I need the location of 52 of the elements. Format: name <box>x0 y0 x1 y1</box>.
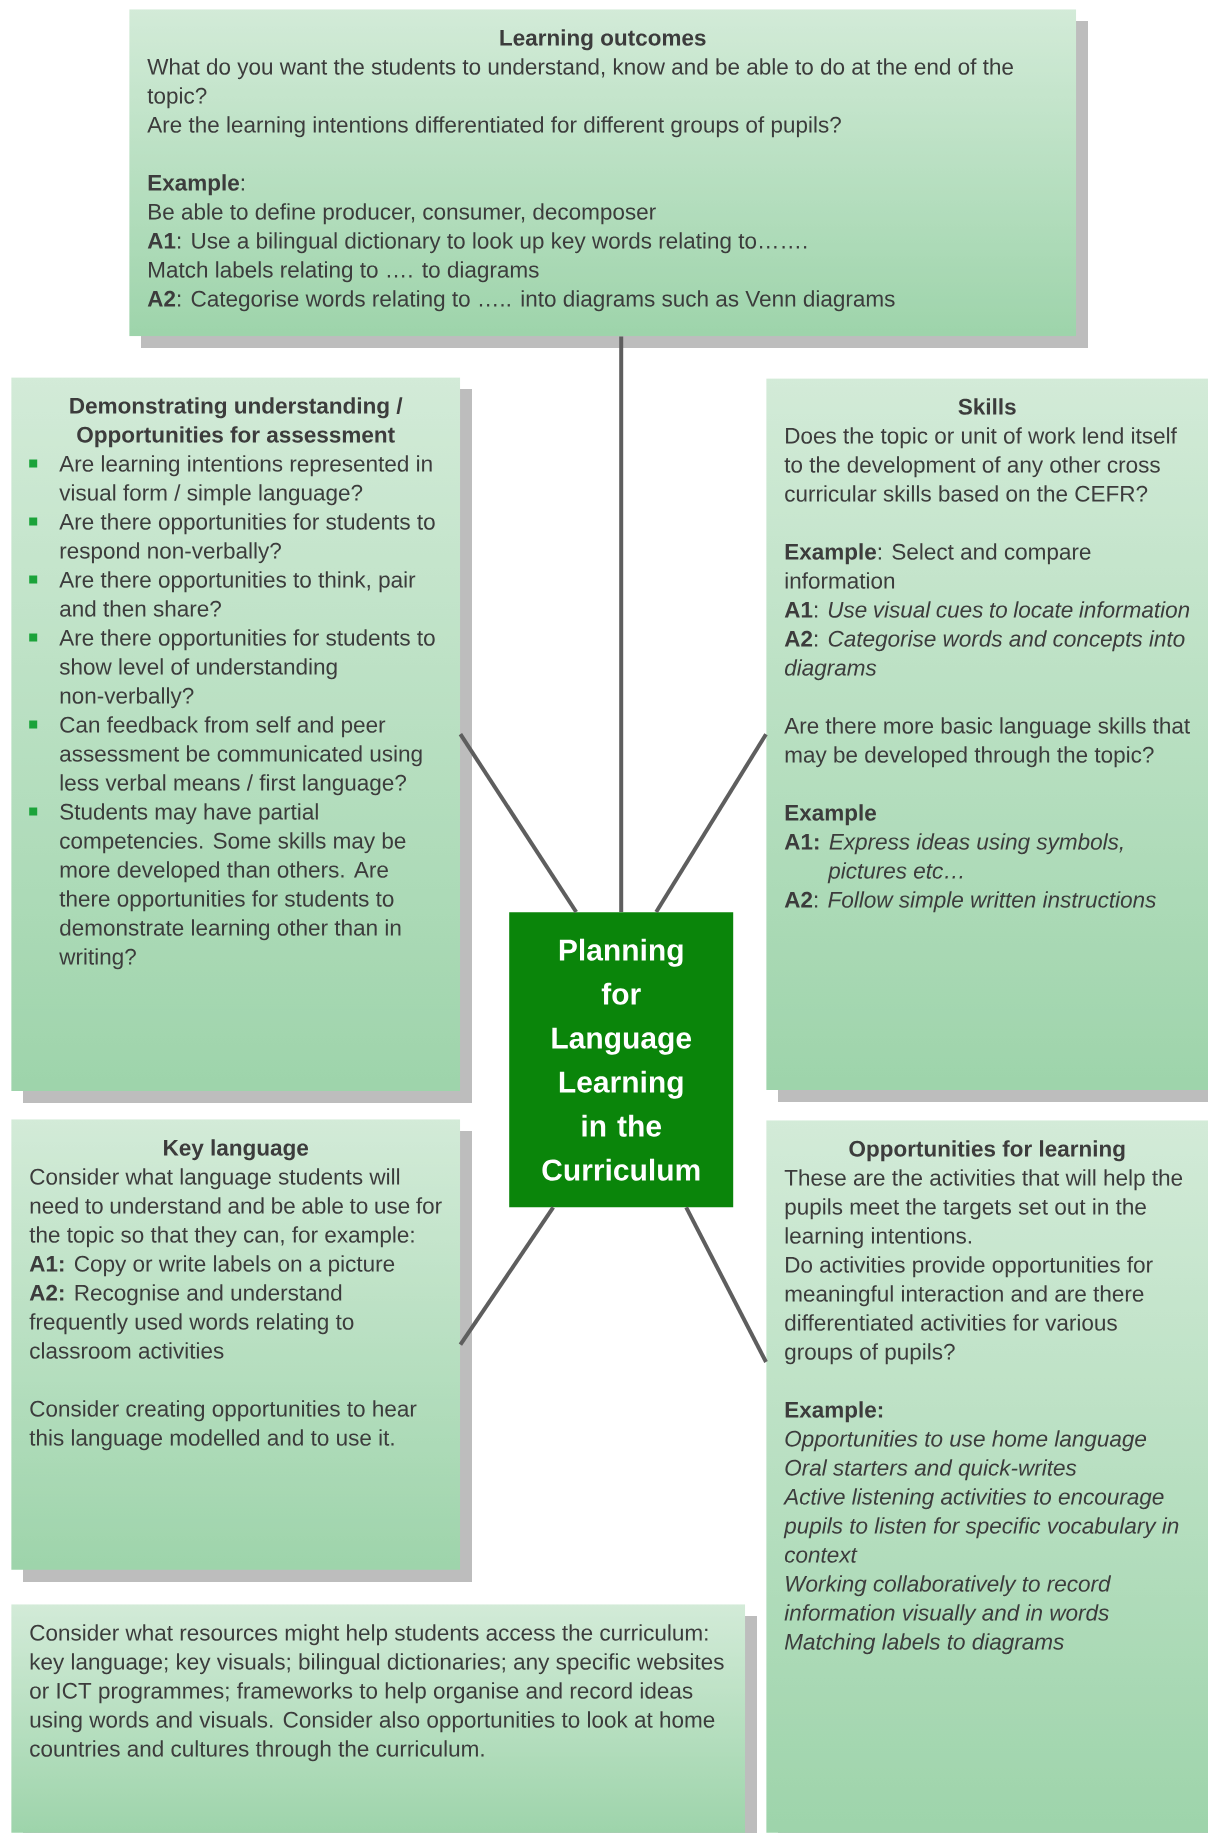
heading: Opportunities for learning <box>849 1140 1125 1162</box>
body-text: These are the activities that will help the pupils meet the targets set out in the learning intentions. <box>784 1169 1183 1249</box>
bullet-item: Are there opportunities for students to respond non-verbally? <box>29 513 435 564</box>
body-text: Consider what language students will need to understand and be able to use for the topic so that they can, for example: <box>29 1168 442 1248</box>
example-item: Working collaboratively to record information visually and in words <box>784 1575 1112 1626</box>
info-box <box>129 9 1088 348</box>
example-item: Opportunities to use home language <box>785 1430 1147 1452</box>
body-text: Does the topic or unit of work lend itself to the development of any other cross curricular skills based on the CEFR? <box>784 427 1177 502</box>
heading: Skills <box>958 398 1016 415</box>
body-text: Match labels relating to …. to diagrams <box>149 261 539 283</box>
bullet-item: Students may have partial competencies. Some skills may be more developed than others. Are there opportunities for students to demonstrate learning other than in writing? <box>29 803 406 970</box>
example-item: A1: Express ideas using symbols, pictures etc… <box>784 833 1123 884</box>
body-text: What do you want the students to understand, know and be able to do at the end of the topic? <box>147 58 1013 109</box>
bullet-item: Are there opportunities to think, pair and then share? <box>29 571 416 617</box>
body-text: Example: Select and compare information <box>785 543 1091 589</box>
body-text: Be able to define producer, consumer, decomposer <box>149 203 656 225</box>
body-text: A1: Copy or write labels on a picture <box>29 1255 395 1277</box>
example-item: A2: Follow simple written instructions <box>784 891 1156 913</box>
title-box <box>509 912 734 1208</box>
body-text: Consider creating opportunities to hear this language modelled and to use it. <box>29 1400 417 1451</box>
body-text: Are there more basic language skills that may be developed through the topic? <box>784 717 1190 768</box>
connector-line <box>684 1206 768 1363</box>
body-text: A2: Categorise words relating to ….. into diagrams such as Venn diagrams <box>147 290 895 312</box>
connector-line <box>458 1206 555 1346</box>
bullet-item: Are there opportunities for students to show level of understanding non-verbally? <box>29 629 435 709</box>
example-item: A1: Use visual cues to locate information <box>784 601 1190 618</box>
info-box <box>766 1120 1208 1833</box>
body-text: Do activities provide opportunities for meaningful interaction and are there differentiated activities for various groups of pupils? <box>785 1256 1153 1365</box>
info-box <box>766 378 1208 1102</box>
connector-line <box>458 733 578 914</box>
info-box <box>11 1604 757 1833</box>
subheading: Example: <box>785 1401 883 1423</box>
heading: Key language <box>164 1139 309 1161</box>
connector-line <box>619 336 624 912</box>
body-text: A1: Use a bilingual dictionary to look up key words relating to……. <box>147 232 807 254</box>
title-text: Planning for Language Learning in the Curriculum <box>542 938 700 1181</box>
body-text: A2: Categorise words and concepts into diagrams <box>784 630 1185 681</box>
body-text: Example <box>785 804 876 826</box>
example-item: Active listening activities to encourage pupils to listen for specific vocabulary in context <box>783 1488 1179 1563</box>
example-item: Oral starters and quick-writes <box>785 1459 1077 1481</box>
heading: Learning outcomes <box>500 29 706 51</box>
body-text: A2: Recognise and understand frequently used words relating to classroom activities <box>29 1284 354 1359</box>
heading: Demonstrating understanding / Opportunities for assessment <box>70 397 403 448</box>
connector-line <box>654 733 768 914</box>
body-text: Example: <box>148 174 244 196</box>
body-text: Are the learning intentions differentiated for different groups of pupils? <box>147 116 841 138</box>
body-text: Consider what resources might help students access the curriculum: key language; key visuals; bilingual dictionaries; any specific websites or ICT programmes; frameworks to help organise and record ideas using words and visuals. Consider also opportunities to look at home countries and cultures through the curriculum. <box>30 1624 724 1762</box>
info-box <box>11 1119 472 1582</box>
info-box <box>11 377 472 1103</box>
bullet-item: Can feedback from self and peer assessment be communicated using less verbal means / first language? <box>29 716 422 796</box>
bullet-item: Are learning intentions represented in visual form / simple language? <box>29 455 432 506</box>
example-item: Matching labels to diagrams <box>784 1633 1064 1655</box>
